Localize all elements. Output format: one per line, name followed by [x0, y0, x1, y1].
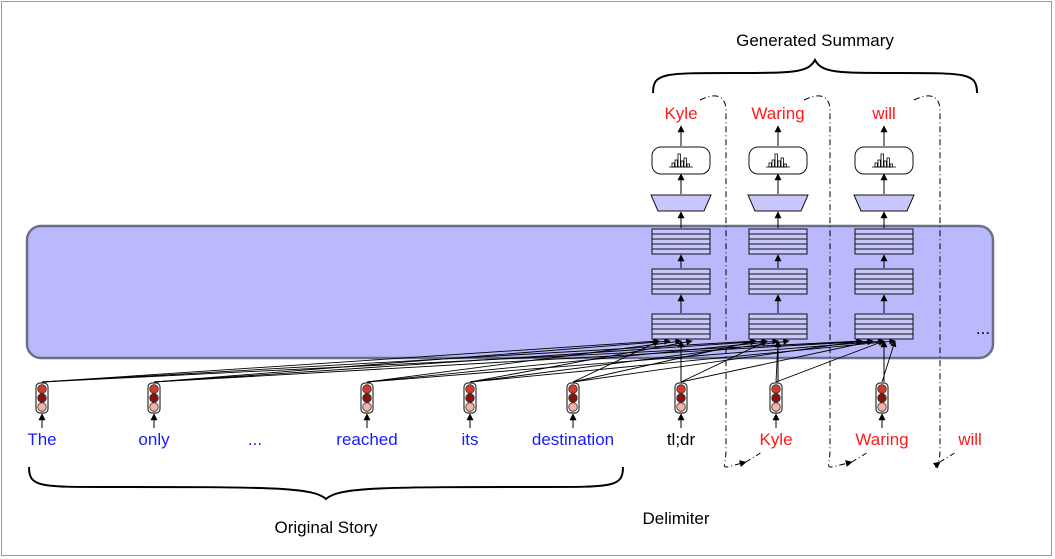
token-embedding-icon [566, 382, 580, 414]
layer-block [854, 228, 914, 255]
connections-layer [38, 338, 897, 428]
summary-input-token: Waring [855, 430, 908, 449]
decoder-stacks-layer [650, 125, 915, 382]
attention-line [41, 338, 863, 383]
story-token: only [138, 430, 170, 449]
layer-block [651, 313, 711, 340]
token-embedding-icon [769, 382, 783, 414]
token-embedding-icon [147, 382, 161, 414]
generated-summary-brace [652, 57, 978, 94]
projection-icon [853, 194, 915, 212]
feedback-tail [851, 451, 869, 463]
token-embedding-icon [35, 382, 49, 414]
token-embeddings-layer [35, 382, 889, 414]
story-token: destination [532, 430, 614, 449]
feedback-tail [745, 451, 763, 463]
summary-input-token: Kyle [759, 430, 792, 449]
delimiter-token: tl;dr [667, 430, 696, 449]
layer-block [748, 313, 808, 340]
story-token: its [462, 430, 479, 449]
autoregressive-feedback-layer [699, 95, 957, 469]
attention-line [366, 338, 682, 383]
attention-line [680, 339, 874, 383]
attention-line [41, 338, 660, 383]
attention-line [41, 338, 757, 383]
token-embedding-icon [463, 382, 477, 414]
projection-icon [747, 194, 809, 212]
layer-block [854, 313, 914, 340]
token-embedding-icon [360, 382, 374, 414]
layer-block [854, 268, 914, 295]
delimiter-label: Delimiter [642, 509, 709, 528]
original-story-brace [28, 466, 624, 501]
decoder-column [650, 125, 712, 382]
story-token: The [27, 430, 56, 449]
story-token: ... [248, 430, 262, 449]
original-story-label: Original Story [275, 518, 378, 537]
feedback-tail [939, 451, 957, 463]
token-words-layer: The only... reached its destination tl;dr Kyle… [27, 104, 981, 449]
token-embedding-icon [674, 382, 688, 414]
layer-block [748, 228, 808, 255]
distribution-icon [748, 146, 808, 175]
output-token: will [871, 104, 896, 123]
transformer-panel [25, 224, 995, 360]
projection-icon [650, 194, 712, 212]
token-embedding-icon [875, 382, 889, 414]
attention-line [572, 338, 863, 383]
layer-block [651, 228, 711, 255]
output-token: Kyle [664, 104, 697, 123]
attention-line [469, 338, 693, 383]
autoregressive-feedback-arrow [803, 95, 853, 468]
decoder-column [747, 125, 809, 382]
attention-line [366, 338, 885, 383]
summary-input-token: will [957, 430, 982, 449]
output-token: Waring [751, 104, 804, 123]
layer-block [748, 268, 808, 295]
attention-line [153, 338, 671, 383]
layer-block [651, 268, 711, 295]
attention-line [366, 338, 779, 383]
story-token: reached [336, 430, 397, 449]
continuation-ellipsis: ... [976, 319, 990, 338]
attention-line [469, 338, 896, 383]
attention-line [153, 338, 874, 383]
decoder-column [853, 125, 915, 382]
generated-summary-label: Generated Summary [736, 31, 894, 50]
distribution-icon [854, 146, 914, 175]
autoregressive-feedback-arrow [913, 95, 941, 469]
autoregressive-feedback-arrow [699, 95, 747, 468]
distribution-icon [651, 146, 711, 175]
